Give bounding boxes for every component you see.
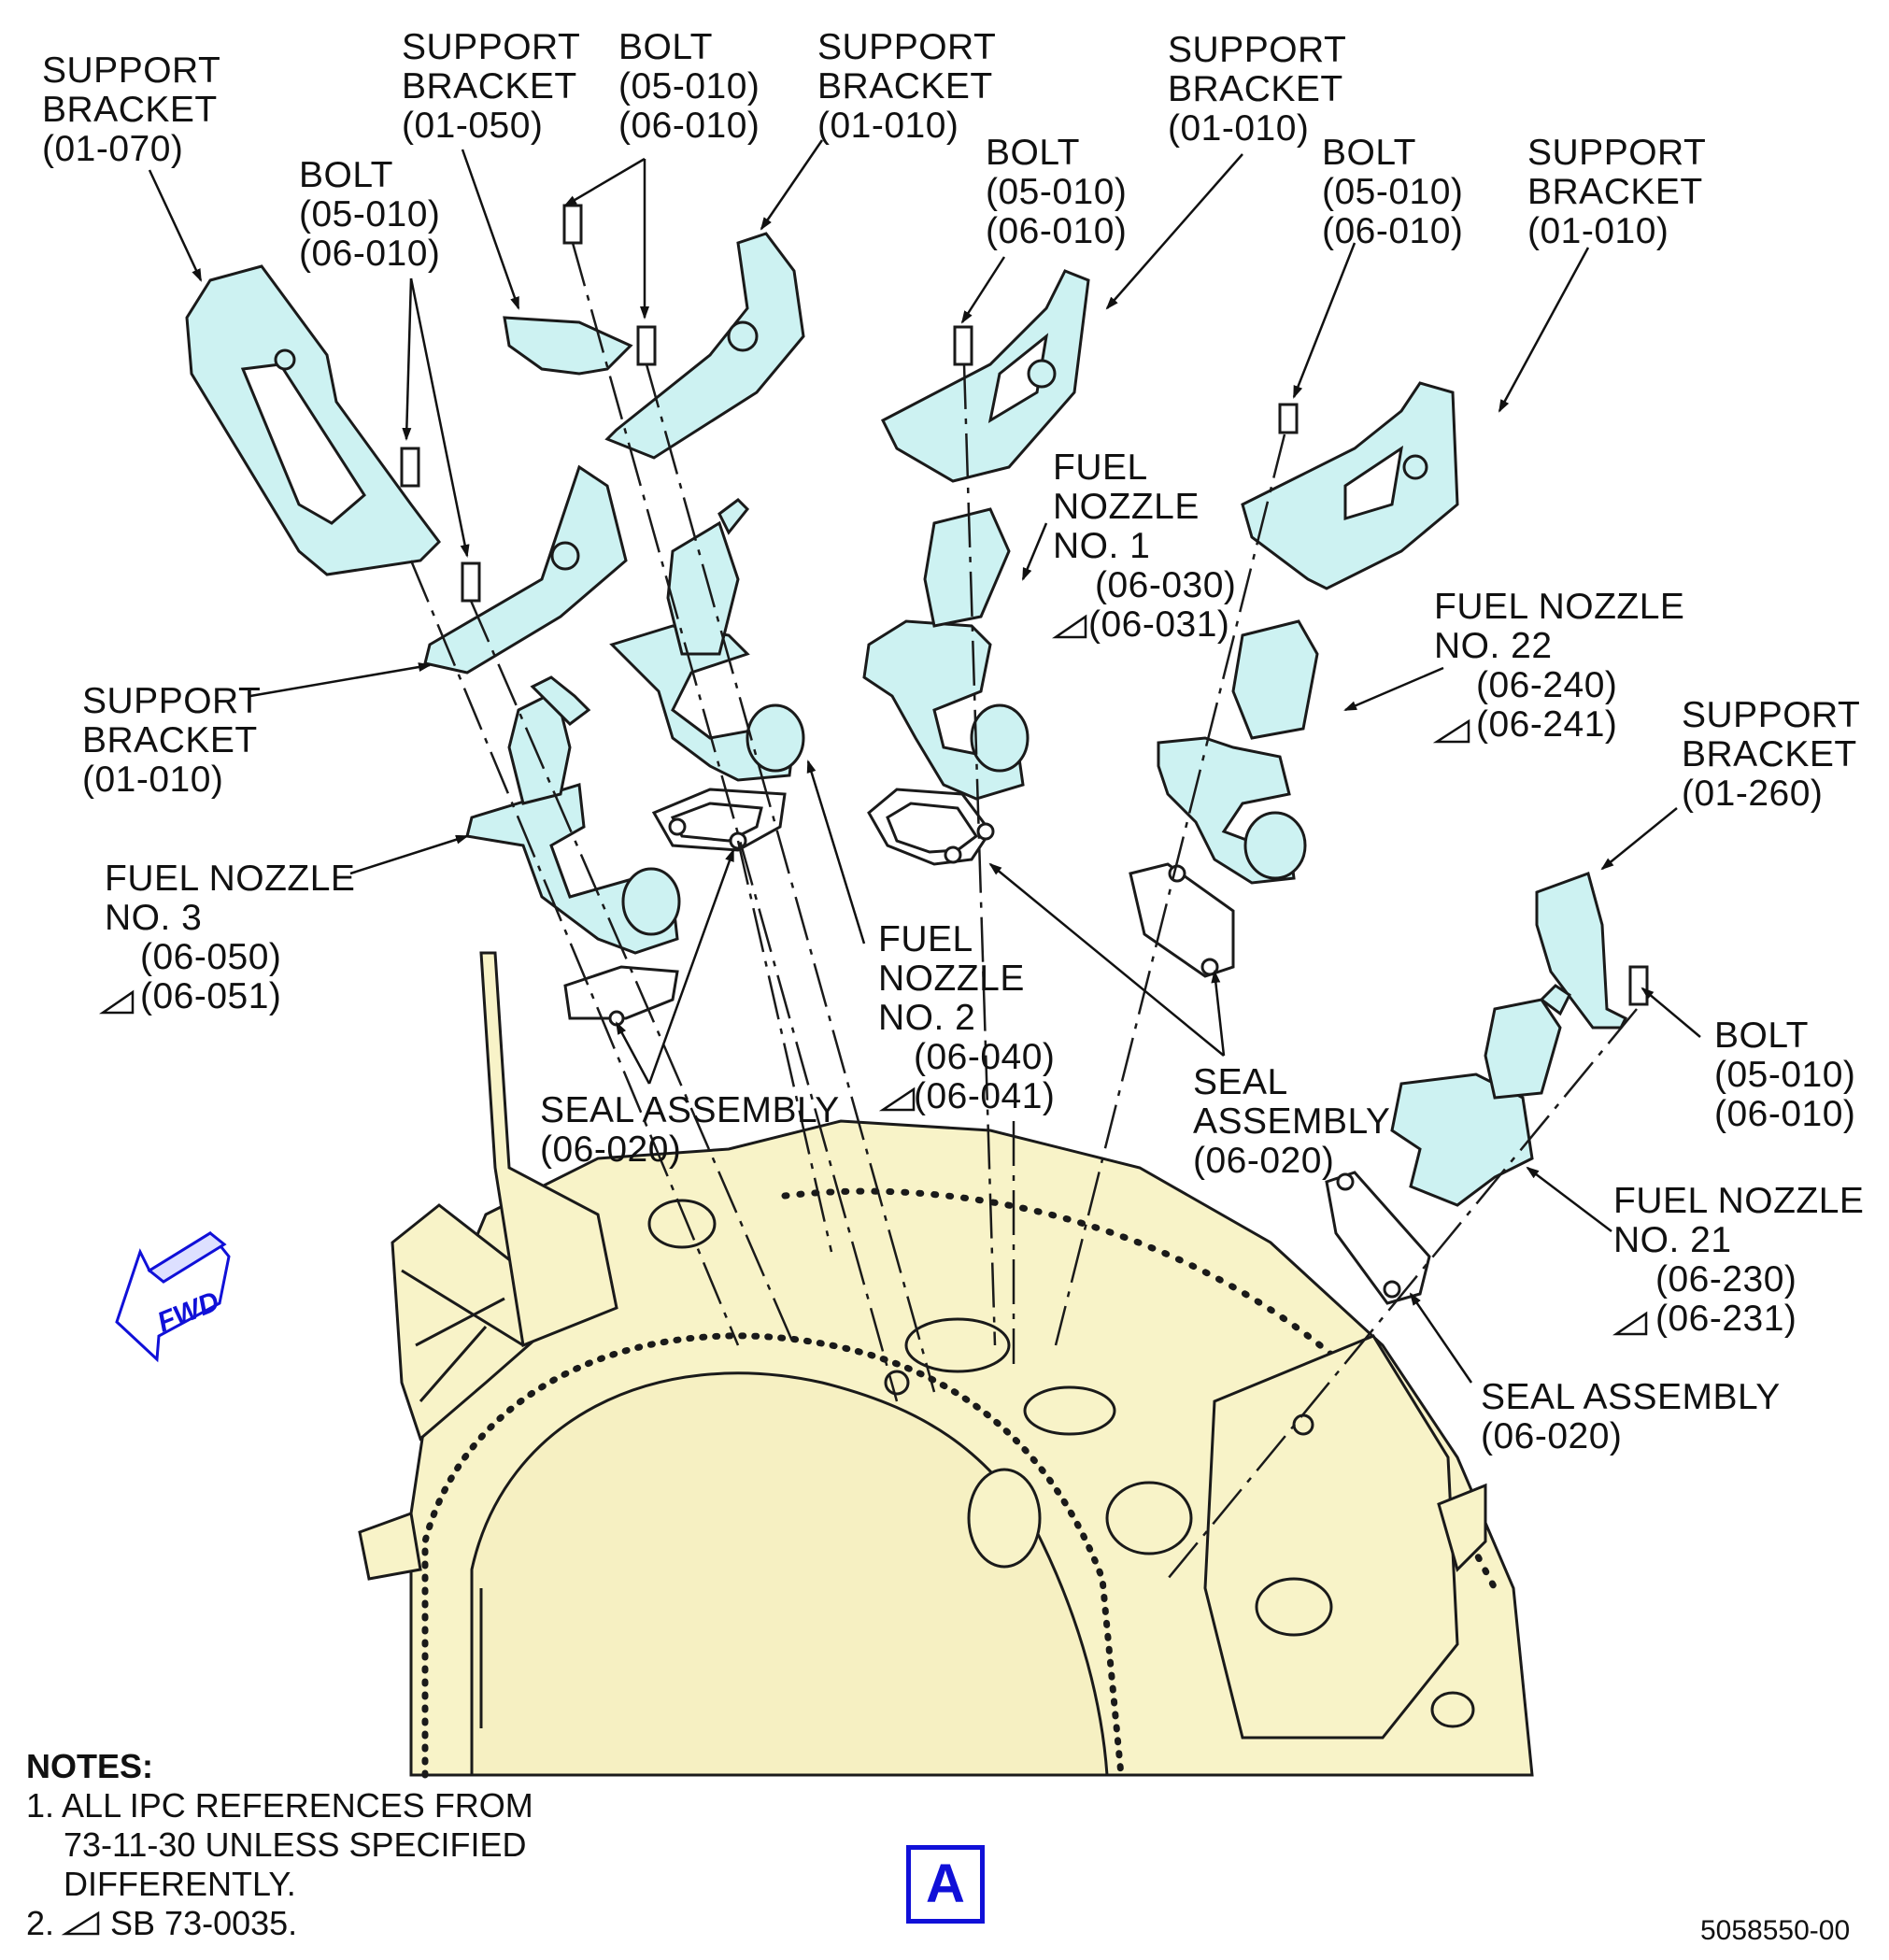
label-bolt-bottom-right: BOLT(05-010)(06-010)	[1714, 1016, 1856, 1134]
label-bolt-top: BOLT(05-010)(06-010)	[618, 27, 760, 146]
notes-heading: NOTES:	[26, 1747, 154, 1785]
label-seal-assembly-left: SEAL ASSEMBLY(06-020)	[540, 1090, 840, 1170]
figure-id: 5058550-00	[1700, 1915, 1851, 1946]
label-bolt-left: BOLT(05-010)(06-010)	[299, 155, 441, 274]
note-line: 73-11-30 UNLESS SPECIFIED	[26, 1825, 527, 1864]
label-seal-assembly-right: SEAL ASSEMBLY(06-020)	[1481, 1377, 1781, 1456]
combustion-case	[358, 951, 1534, 1779]
fwd-arrow: FWD	[115, 1231, 231, 1363]
view-letter-box: A	[906, 1845, 985, 1924]
alignment-lines	[409, 242, 1638, 1580]
note-line: DIFFERENTLY.	[26, 1865, 296, 1903]
label-bolt-right: BOLT(05-010)(06-010)	[1322, 133, 1464, 251]
seal-assemblies	[563, 788, 1431, 1305]
bolts	[400, 204, 1649, 1006]
notes-block: NOTES: 1. ALL IPC REFERENCES FROM 73-11-…	[26, 1747, 533, 1943]
fuel-nozzles	[465, 498, 1571, 1207]
note-2-triangle-markers	[61, 614, 1648, 1936]
note-line: 2. SB 73-0035.	[26, 1904, 298, 1942]
label-bolt-mid: BOLT(05-010)(06-010)	[986, 133, 1128, 251]
note-line: 1. ALL IPC REFERENCES FROM	[26, 1786, 533, 1825]
leader-lines	[148, 139, 1701, 1384]
